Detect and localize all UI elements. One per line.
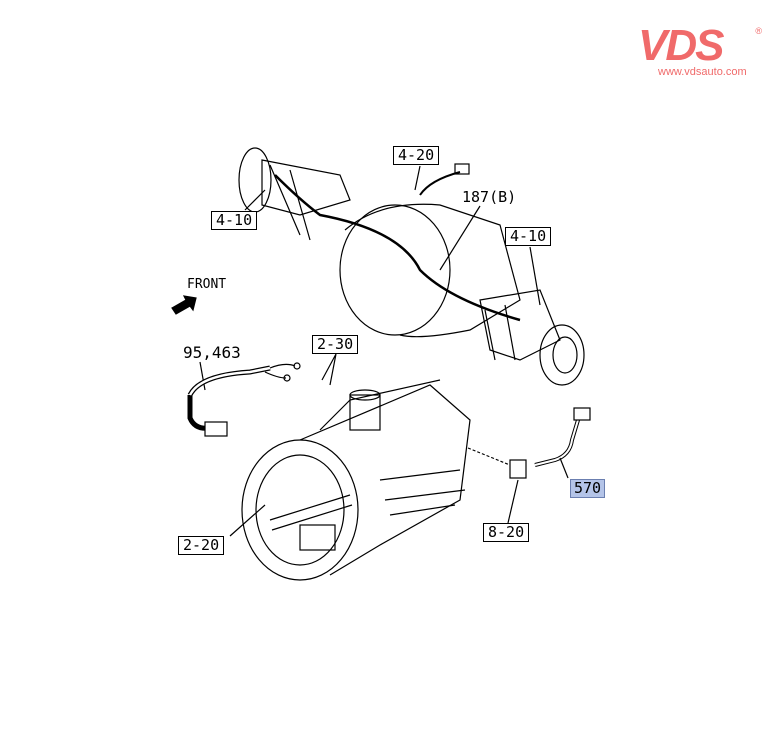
front-label: FRONT [187, 277, 227, 292]
vds-logo: VDS ® www.vdsauto.com [638, 21, 762, 79]
callout-bolts[interactable]: 2-30 [312, 335, 359, 354]
highlighted-part-570[interactable]: 570 [570, 479, 606, 498]
callout-axle-harness[interactable]: 4-20 [393, 146, 440, 165]
rear-axle-drawing [238, 147, 585, 386]
logo-brand: VDS [638, 21, 724, 70]
callout-axle-right[interactable]: 4-10 [505, 227, 552, 246]
front-arrow-icon [171, 295, 197, 315]
transmission-drawing [241, 379, 471, 581]
label-harness-parts[interactable]: 95,463 [183, 343, 241, 362]
label-harness-ref[interactable]: 187(B) [462, 188, 517, 206]
callout-transmission[interactable]: 2-20 [178, 536, 225, 555]
logo-url: www.vdsauto.com [658, 66, 747, 78]
leader-lines [199, 165, 541, 537]
callout-axle-left[interactable]: 4-10 [211, 211, 258, 230]
harness-drawing [187, 362, 301, 437]
callout-sensor[interactable]: 8-20 [483, 523, 530, 542]
sensor-harness-drawing [467, 407, 591, 479]
logo-registered: ® [755, 26, 762, 36]
